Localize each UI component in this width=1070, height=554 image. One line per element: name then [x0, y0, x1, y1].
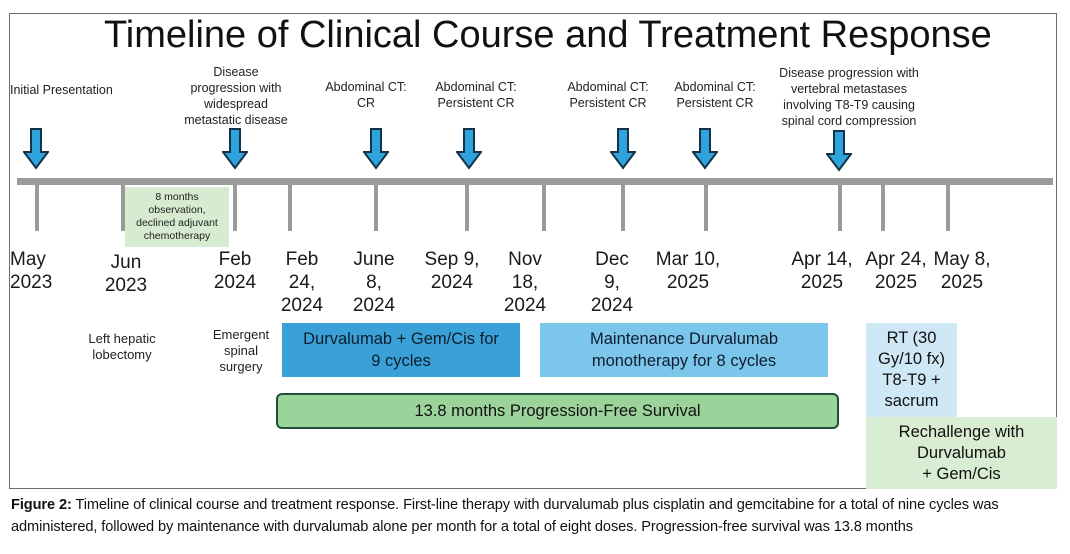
- date-feb-24-2024: Feb 24, 2024: [280, 249, 324, 316]
- treatment-radiotherapy: RT (30 Gy/10 fx) T8-T9 + sacrum: [866, 323, 957, 417]
- treatment-maintenance-durvalumab: Maintenance Durvalumab monotherapy for 8…: [540, 323, 828, 377]
- date-apr-24-2025: Apr 24, 2025: [865, 249, 927, 293]
- event-abdominal-ct-cr: Abdominal CT: CR: [325, 80, 407, 110]
- down-arrow-icon: [456, 128, 482, 170]
- figure-caption: Figure 2: Timeline of clinical course an…: [11, 494, 1063, 538]
- timeline-tick: [35, 183, 39, 231]
- timeline-tick: [121, 183, 125, 231]
- date-sep-9-2024: Sep 9, 2024: [424, 249, 480, 293]
- date-may-8-2025: May 8, 2025: [933, 249, 991, 293]
- observation-note: 8 months observation, declined adjuvant …: [125, 187, 229, 247]
- timeline-tick: [288, 183, 292, 231]
- date-mar-10-2025: Mar 10, 2025: [655, 249, 721, 293]
- timeline-tick: [233, 183, 237, 231]
- timeline-tick: [374, 183, 378, 231]
- timeline-tick: [465, 183, 469, 231]
- down-arrow-icon: [23, 128, 49, 170]
- timeline-tick: [542, 183, 546, 231]
- timeline-tick: [704, 183, 708, 231]
- progression-free-survival-bar: 13.8 months Progression-Free Survival: [276, 393, 839, 429]
- event-abdominal-ct-persistent-2: Abdominal CT: Persistent CR: [567, 80, 649, 110]
- note-emergent-spinal-surgery: Emergent spinal surgery: [212, 327, 270, 374]
- date-may-2023: May 2023: [10, 249, 53, 293]
- event-abdominal-ct-persistent-3: Abdominal CT: Persistent CR: [674, 80, 756, 110]
- caption-text: Timeline of clinical course and treatmen…: [11, 497, 999, 535]
- timeline-tick: [838, 183, 842, 231]
- figure-title: Timeline of Clinical Course and Treatmen…: [104, 14, 992, 56]
- timeline-tick: [881, 183, 885, 231]
- date-dec-9-2024: Dec 9, 2024: [590, 249, 634, 316]
- timeline-tick: [946, 183, 950, 231]
- event-disease-progression: Disease progression with widespread meta…: [184, 65, 288, 127]
- caption-label: Figure 2:: [11, 497, 72, 513]
- date-june-8-2024: June 8, 2024: [352, 249, 396, 316]
- treatment-rechallenge: Rechallenge with Durvalumab + Gem/Cis: [866, 417, 1057, 489]
- down-arrow-icon: [692, 128, 718, 170]
- date-jun-2023: Jun 2023: [104, 252, 148, 296]
- figure-frame: [9, 13, 1057, 489]
- down-arrow-icon: [363, 128, 389, 170]
- note-left-hepatic-lobectomy: Left hepatic lobectomy: [88, 331, 156, 362]
- event-abdominal-ct-persistent-1: Abdominal CT: Persistent CR: [435, 80, 517, 110]
- event-initial-presentation: Initial Presentation: [10, 83, 113, 97]
- treatment-durvalumab-gem-cis: Durvalumab + Gem/Cis for 9 cycles: [282, 323, 520, 377]
- event-vertebral-progression: Disease progression with vertebral metas…: [779, 66, 919, 128]
- date-nov-18-2024: Nov 18, 2024: [503, 249, 547, 316]
- date-apr-14-2025: Apr 14, 2025: [791, 249, 853, 293]
- date-feb-2024: Feb 2024: [213, 249, 257, 293]
- timeline-axis: [17, 178, 1053, 185]
- timeline-tick: [621, 183, 625, 231]
- down-arrow-icon: [610, 128, 636, 170]
- down-arrow-icon: [826, 130, 852, 172]
- down-arrow-icon: [222, 128, 248, 170]
